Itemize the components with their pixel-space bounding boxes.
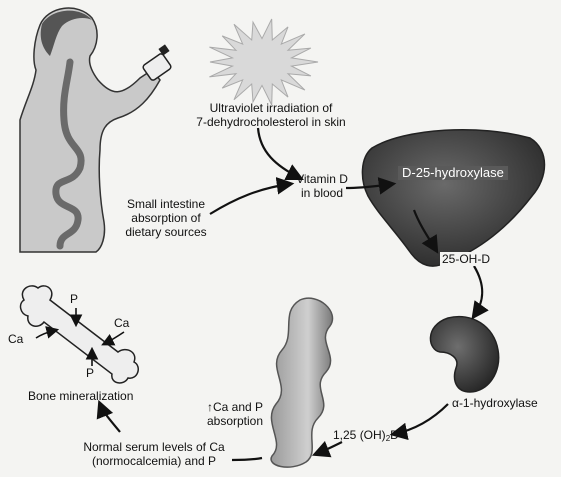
arrow-ca-right: [104, 332, 124, 344]
kidney-organ: [430, 317, 498, 392]
ohd-label: 25-OH-D: [440, 252, 492, 266]
uv-label-line2: 7-dehydrocholesterol in skin: [186, 115, 356, 129]
uv-label-line1: Ultraviolet irradiation of: [186, 101, 356, 115]
liver-enzyme-label: D-25-hydroxylase: [398, 166, 508, 180]
kidney-enzyme-label: α-1-hydroxylase: [452, 396, 538, 410]
arrow-ca-left: [36, 330, 56, 338]
dihydroxy-main: 1,25 (OH): [333, 428, 386, 442]
bone-p-bottom-label: P: [86, 366, 94, 380]
absorption-label-line2: absorption: [198, 414, 272, 428]
vitamin-d-label-line2: in blood: [292, 186, 352, 200]
intestine-label-line1: Small intestine: [114, 197, 218, 211]
serum-label-line1: Normal serum levels of Ca: [70, 440, 238, 454]
dihydroxy-d: D: [390, 428, 399, 442]
arrow-ohd-to-kidney: [474, 266, 482, 316]
vitamin-d-label-line1: Vitamin D: [292, 172, 352, 186]
liver-organ: [362, 130, 544, 266]
bone-mineralization-label: Bone mineralization: [28, 389, 133, 403]
intestine-absorption-label: Small intestine absorption of dietary so…: [114, 197, 218, 239]
bone-ca-right-label: Ca: [114, 316, 129, 330]
arrow-serum-to-bone: [100, 404, 120, 432]
arrow-kidney-to-dihydroxy: [394, 404, 448, 434]
serum-label-line2: (normocalcemia) and P: [70, 454, 238, 468]
absorption-label: ↑Ca and P absorption: [198, 400, 272, 428]
absorption-label-line1: ↑Ca and P: [198, 400, 272, 414]
arrow-intestine-to-vitd: [210, 184, 290, 214]
bone-p-top-label: P: [70, 292, 78, 306]
vitamin-d-label: Vitamin D in blood: [292, 172, 352, 200]
intestine-label-line3: dietary sources: [114, 225, 218, 239]
intestine-organ: [271, 298, 332, 467]
serum-levels-label: Normal serum levels of Ca (normocalcemia…: [70, 440, 238, 468]
arrow-dihydroxy-to-intestine: [316, 442, 342, 454]
dihydroxy-vitamin-d-label: 1,25 (OH)2D: [333, 428, 399, 442]
intestine-label-line2: absorption of: [114, 211, 218, 225]
bone-ca-left-label: Ca: [8, 332, 23, 346]
uv-sunburst-icon: [209, 19, 318, 105]
arrow-uv-to-vitd: [258, 128, 300, 178]
uv-label: Ultraviolet irradiation of 7-dehydrochol…: [186, 101, 356, 129]
